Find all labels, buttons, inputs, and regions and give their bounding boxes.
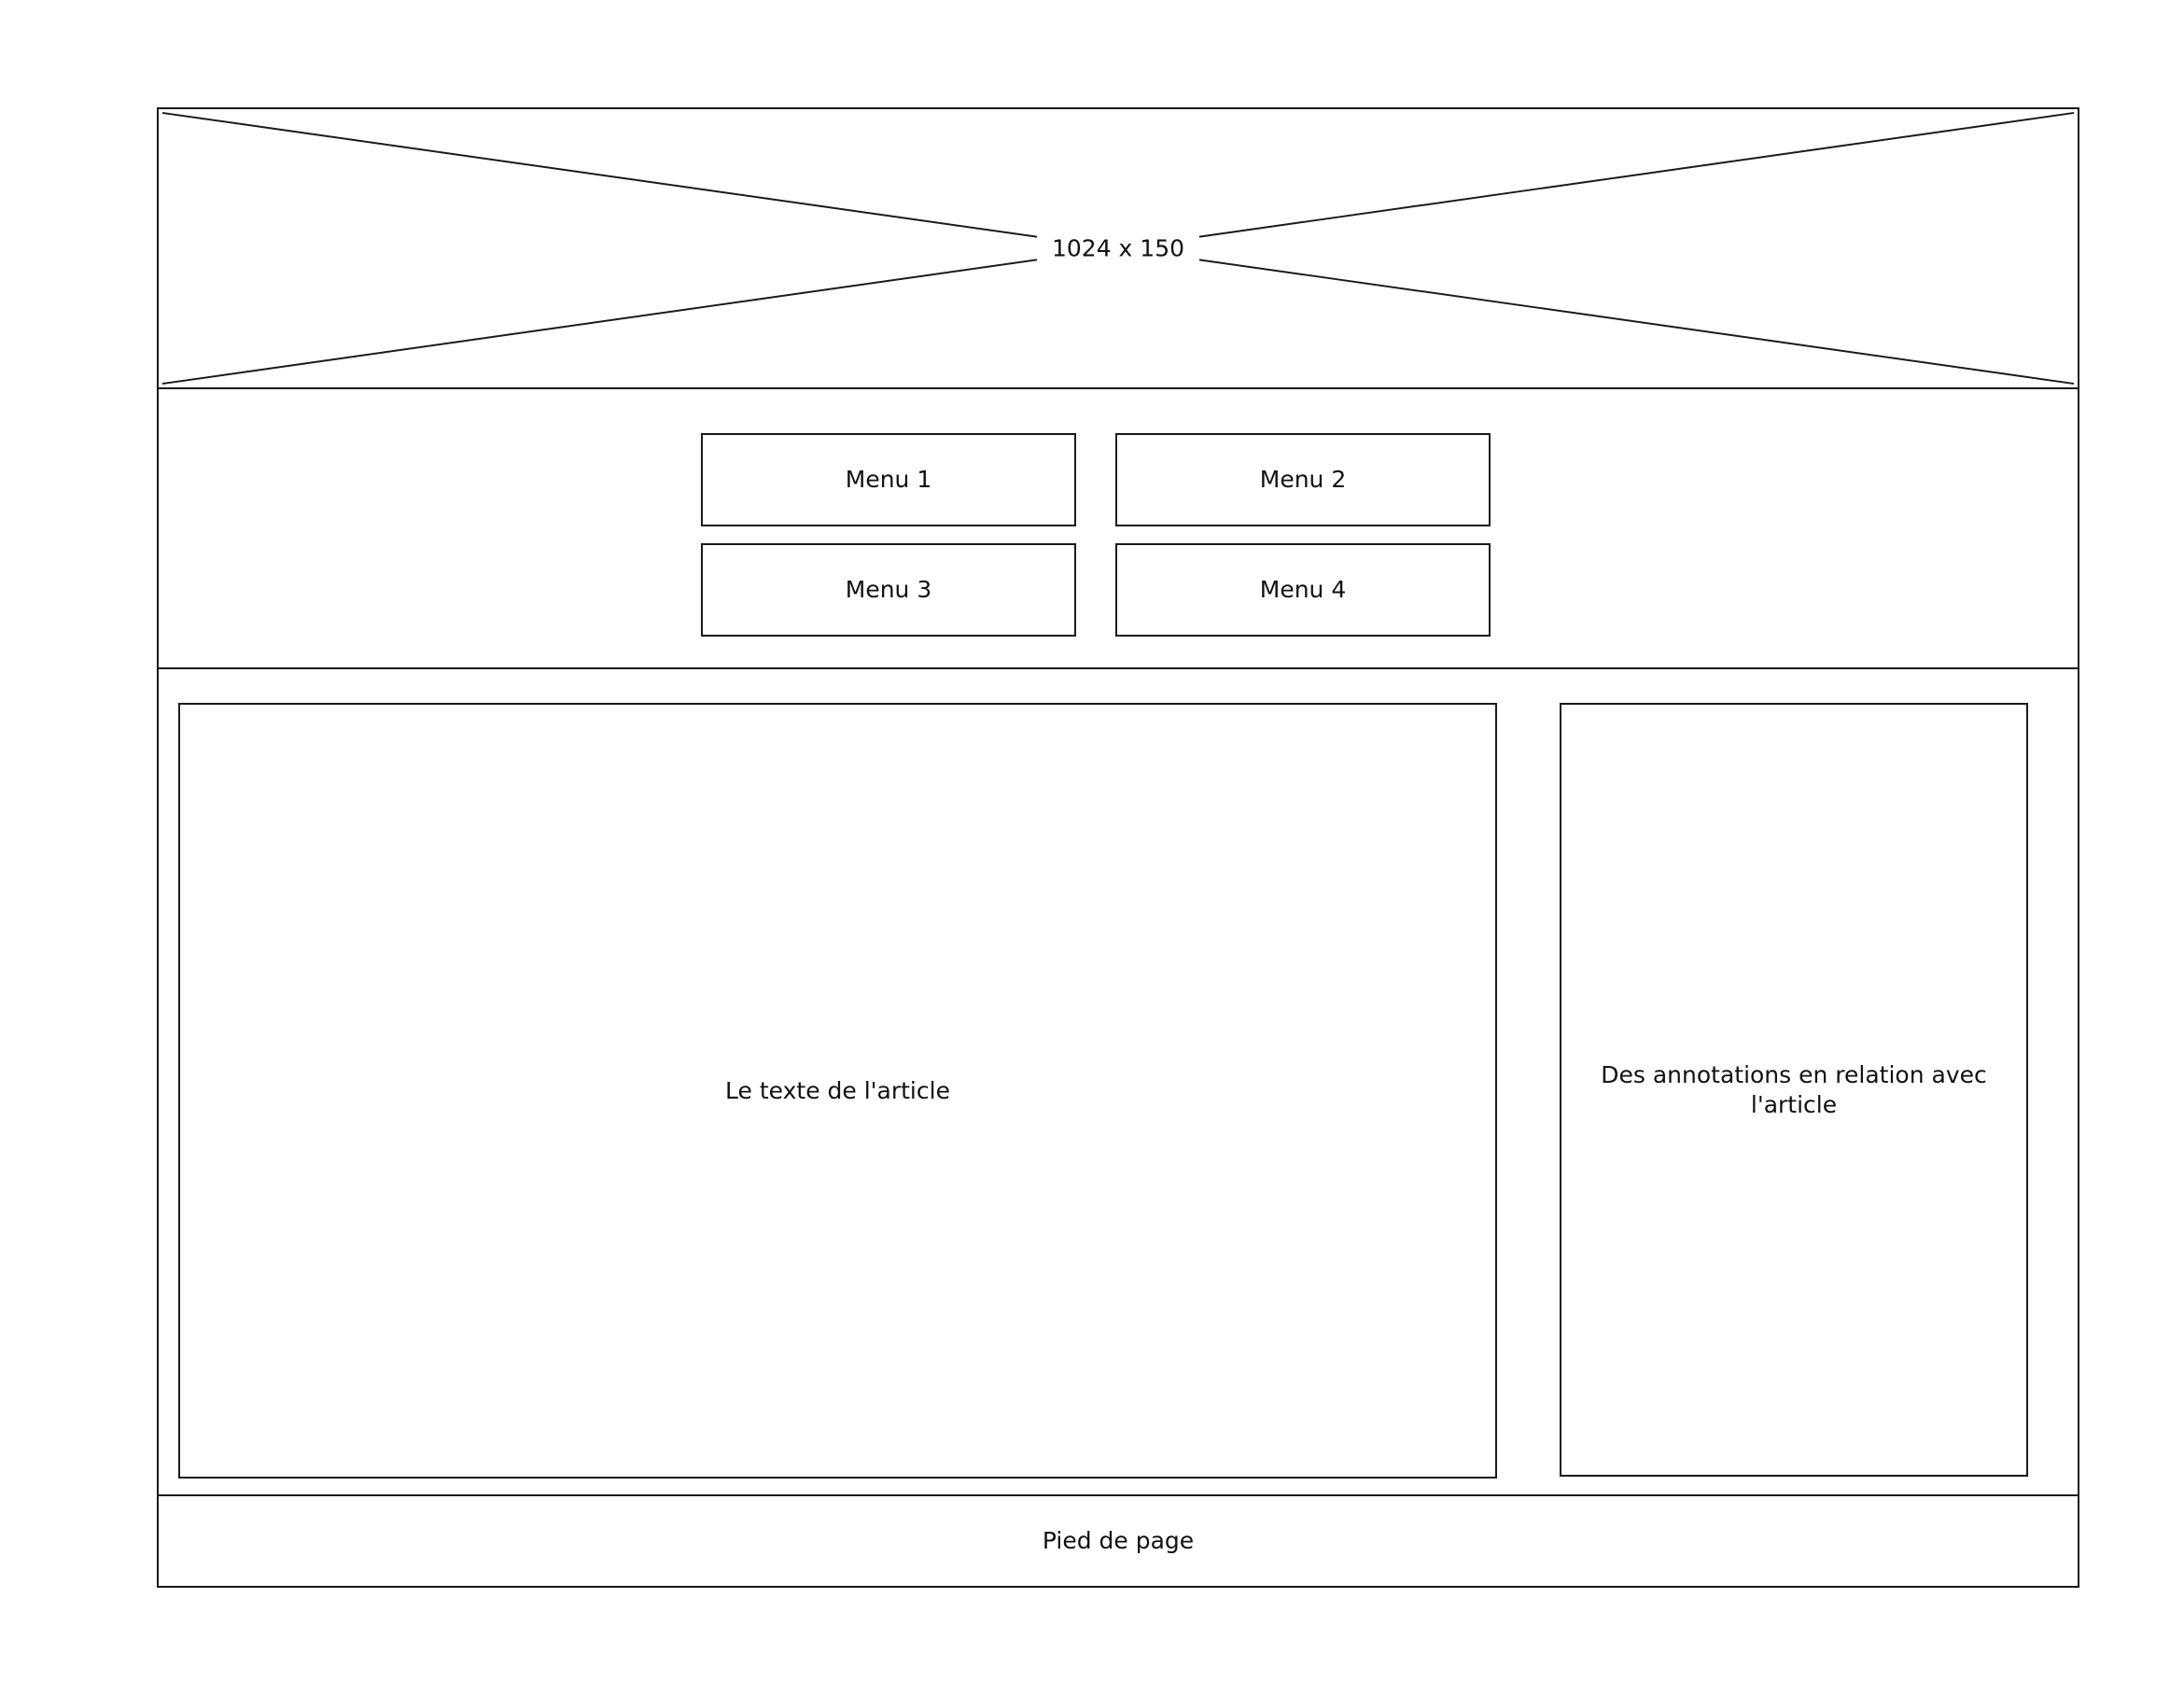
header-image-size-label: 1024 x 150 [1036, 232, 1200, 264]
footer: Pied de page [157, 1494, 2079, 1588]
menu-1-label: Menu 1 [845, 466, 932, 493]
article-panel: Le texte de l'article [178, 703, 1497, 1479]
menu-1-button[interactable]: Menu 1 [701, 433, 1076, 526]
menu-3-button[interactable]: Menu 3 [701, 543, 1076, 637]
menu-3-label: Menu 3 [845, 576, 932, 603]
header-image-placeholder: 1024 x 150 [157, 107, 2079, 389]
annotations-panel: Des annotations en relation avec l'artic… [1560, 703, 2028, 1477]
menu-4-button[interactable]: Menu 4 [1115, 543, 1491, 637]
menu-2-button[interactable]: Menu 2 [1115, 433, 1491, 526]
menu-4-label: Menu 4 [1259, 576, 1347, 603]
article-text: Le texte de l'article [725, 1076, 950, 1104]
annotations-text: Des annotations en relation avec l'artic… [1601, 1060, 1987, 1118]
footer-text: Pied de page [1042, 1527, 1195, 1554]
menu-2-label: Menu 2 [1259, 466, 1347, 493]
